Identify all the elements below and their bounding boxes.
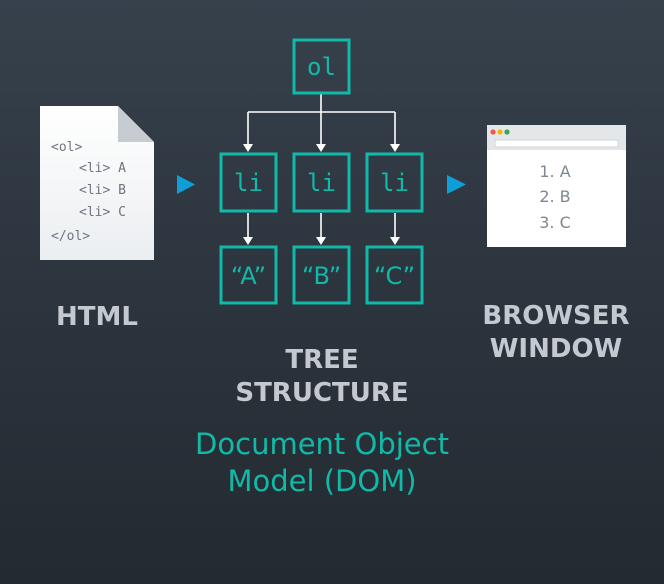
tree-leaf-label: “A” bbox=[231, 262, 266, 290]
tree-structure-caption: TREE STRUCTURE bbox=[190, 344, 454, 411]
flow-arrow-icon bbox=[177, 175, 195, 194]
arrowhead-icon bbox=[390, 237, 400, 245]
tree-caption-line: TREE bbox=[285, 345, 359, 375]
html-code-line: <li> C bbox=[79, 205, 126, 220]
flow-arrow-icon bbox=[447, 175, 466, 194]
tree-leaf-text bbox=[292, 245, 351, 305]
window-dot-icon bbox=[490, 129, 496, 135]
window-dot-icon bbox=[497, 129, 503, 135]
browser-caption-line: WINDOW bbox=[489, 334, 623, 365]
connector-arrowheads bbox=[243, 144, 400, 245]
browser-caption-line: BROWSER bbox=[482, 301, 630, 331]
browser-list-item: 3. C bbox=[539, 213, 571, 232]
tree-node-li-label: li bbox=[380, 169, 409, 197]
tree-node-li-label: li bbox=[307, 169, 336, 197]
tree-node-li bbox=[365, 152, 424, 213]
tree-node-li-label: li bbox=[234, 169, 263, 197]
html-code-line: <ol> bbox=[51, 140, 82, 155]
browser-window-caption: BROWSER WINDOW bbox=[470, 300, 642, 367]
html-code-line: <li> B bbox=[79, 183, 126, 198]
arrowhead-icon bbox=[316, 144, 326, 152]
arrowhead-icon bbox=[243, 144, 253, 152]
tree-node-li bbox=[292, 152, 351, 213]
tree-leaf-label: “C” bbox=[374, 262, 415, 290]
tree-nodes bbox=[219, 38, 424, 305]
tree-caption-line: STRUCTURE bbox=[235, 378, 409, 409]
html-code-line: <li> A bbox=[79, 161, 126, 176]
tree-node-ol bbox=[292, 38, 351, 95]
tree-leaf-text bbox=[365, 245, 424, 305]
tree-node-li bbox=[219, 152, 278, 213]
html-document-icon: <ol> <li> A <li> B <li> C </ol> bbox=[40, 106, 154, 260]
dom-caption-line: Document Object bbox=[195, 427, 449, 461]
tree-leaf-text bbox=[219, 245, 278, 305]
dom-caption-line: Model (DOM) bbox=[227, 463, 417, 498]
window-dot-icon bbox=[504, 129, 510, 135]
dom-caption: Document Object Model (DOM) bbox=[150, 426, 494, 499]
html-caption: HTML bbox=[56, 302, 138, 332]
arrowhead-icon bbox=[316, 237, 326, 245]
address-bar bbox=[494, 139, 619, 148]
browser-list-item: 1. A bbox=[539, 162, 570, 181]
tree-leaf-label: “B” bbox=[302, 262, 341, 290]
tree-connectors bbox=[247, 94, 396, 239]
tree-node-ol-label: ol bbox=[307, 53, 336, 81]
browser-list-item: 2. B bbox=[539, 187, 570, 206]
arrowhead-icon bbox=[390, 144, 400, 152]
arrowhead-icon bbox=[243, 237, 253, 245]
browser-window-icon: 1. A 2. B 3. C bbox=[487, 125, 626, 247]
html-code-line: </ol> bbox=[51, 229, 90, 244]
